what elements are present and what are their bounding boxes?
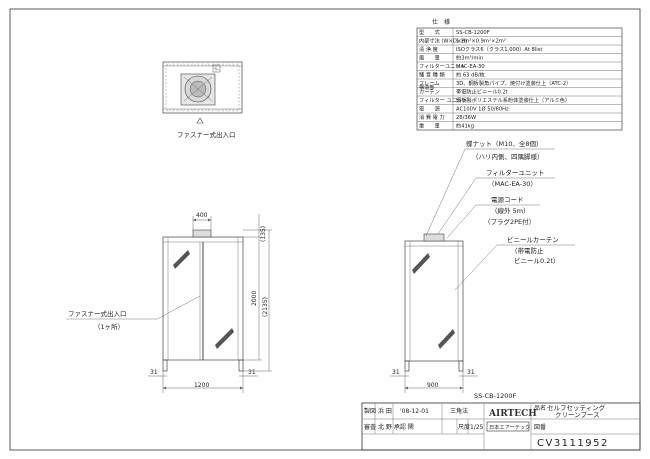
- spec-group-label: 構造部: [419, 83, 435, 91]
- spec-row-label: フィルター ユニット: [419, 96, 467, 104]
- side-callout-curtain: ビニールカーテン: [507, 235, 559, 244]
- spec-row-value: 1.2m³×0.9m²×2m³: [456, 39, 506, 45]
- side-dim-31-right: 31: [467, 369, 475, 376]
- side-callout-filter: フィルターユニット: [486, 168, 544, 177]
- front-callout-door: ファスナー式出入口: [68, 309, 127, 318]
- spec-row-value: ISOクラス6（クラス1,000）At 8list: [456, 46, 542, 53]
- spec-row-value: 帯電防止ビニール0.2t: [456, 88, 508, 96]
- sheet-border: [9, 8, 641, 451]
- spec-row-label: 重 量: [419, 122, 440, 130]
- side-view: 900 31 31 蝶ナット（M10、全8個） （ハリ内側、四隅脚様） フィルタ…: [390, 139, 575, 393]
- spec-row-value: 約41kg: [456, 122, 474, 130]
- front-dim-1200: 1200: [194, 382, 209, 389]
- spec-row-label: 型 式: [419, 28, 441, 36]
- spec-row-label: フレーム: [419, 80, 440, 87]
- spec-row-label: 清 浄 度: [419, 45, 438, 53]
- title-block: SS-CB-1200F 製図 浜 田 '08-12-01 三角法 審査 北 野 …: [361, 392, 641, 451]
- tb-draw-label: 製図: [364, 407, 376, 415]
- plan-caption: ファスナー式出入口: [177, 130, 236, 139]
- tb-check-label: 審査: [364, 423, 376, 431]
- tb-scale-label: 尺度: [458, 423, 470, 431]
- spec-row-value: 鋼板製ポリエステル系粉体塗装仕上（アルミ色）: [456, 96, 570, 104]
- spec-row-label: 騒 音 種 類: [419, 71, 446, 79]
- tb-dwg-label: 図番: [534, 424, 546, 431]
- side-dim-900: 900: [427, 382, 439, 389]
- front-view: 400 1200 31 31 (135) 2000 (2135) ファスナー式出…: [66, 212, 272, 393]
- spec-row-value: SS-CB-1200F: [456, 30, 490, 36]
- side-callout-curtain-note: （帯電防止: [511, 246, 544, 255]
- spec-row-value: AC100V 1Ø 50/60Hz: [456, 106, 509, 113]
- tb-drawer: 浜 田: [378, 407, 392, 415]
- tb-scale: 1/25: [470, 424, 484, 431]
- tb-logo-sub: 日本エアーテック: [489, 423, 530, 431]
- spec-row-value: 約 63 dB/枚: [456, 71, 486, 79]
- spec-row-label: 消 費 電 力: [419, 113, 445, 121]
- spec-row-label: 風 量: [419, 55, 440, 62]
- side-callout-filter-model: （MAC-EA-30）: [488, 180, 537, 188]
- tb-date: '08-12-01: [400, 408, 429, 415]
- tb-logo: AIRTECH: [488, 409, 537, 419]
- side-callout-nut-note: （ハリ内側、四隅脚様）: [472, 152, 544, 161]
- tb-name-1: セルフセッティング: [547, 403, 606, 412]
- tb-name-label: 品名: [534, 404, 546, 412]
- front-dim-135: (135): [260, 226, 267, 242]
- tb-projection: 三角法: [450, 407, 468, 415]
- spec-row-value: MAC-EA-30: [456, 64, 485, 70]
- side-dim-31-left: 31: [392, 369, 400, 376]
- spec-row-value: 3D、鋼板製角パイプ、焼付け塗装仕上（ATC-2）: [456, 79, 571, 87]
- tb-checker: 北 野 承認 関: [378, 423, 414, 431]
- side-callout-nut: 蝶ナット（M10、全8個）: [466, 139, 543, 148]
- spec-row-label: フィルターユニット: [419, 62, 466, 70]
- spec-title: 仕 様: [432, 18, 450, 26]
- plan-view: ファスナー式出入口: [162, 61, 243, 139]
- spec-row-value: 28/36W: [456, 115, 476, 121]
- front-dim-31-right: 31: [248, 369, 256, 376]
- tb-model: SS-CB-1200F: [474, 392, 516, 400]
- front-dim-31-left: 31: [150, 369, 158, 376]
- spec-row-value: 約3m³/min: [456, 54, 483, 62]
- spec-row-label: 内部寸法 (W×D×H): [419, 37, 467, 45]
- front-dim-2000: 2000: [251, 291, 258, 306]
- front-dim-400: 400: [196, 212, 208, 219]
- spec-row-label: 電 源: [419, 105, 441, 113]
- front-dim-2135: (2135): [262, 297, 269, 317]
- tb-dwg-number: CV3111952: [537, 438, 609, 449]
- spec-row-label: カーテン: [419, 89, 440, 96]
- front-callout-door-qty: （1ヶ所）: [94, 322, 124, 331]
- side-callout-cord-length: （線外 5m）: [491, 206, 530, 215]
- side-callout-curtain-spec: ビニール0.2t）: [514, 256, 559, 265]
- side-callout-cord: 電源コード: [491, 195, 524, 204]
- side-callout-cord-plug: （プラグ2PE付）: [484, 217, 535, 226]
- tb-name-2: クリーンブース: [555, 410, 600, 419]
